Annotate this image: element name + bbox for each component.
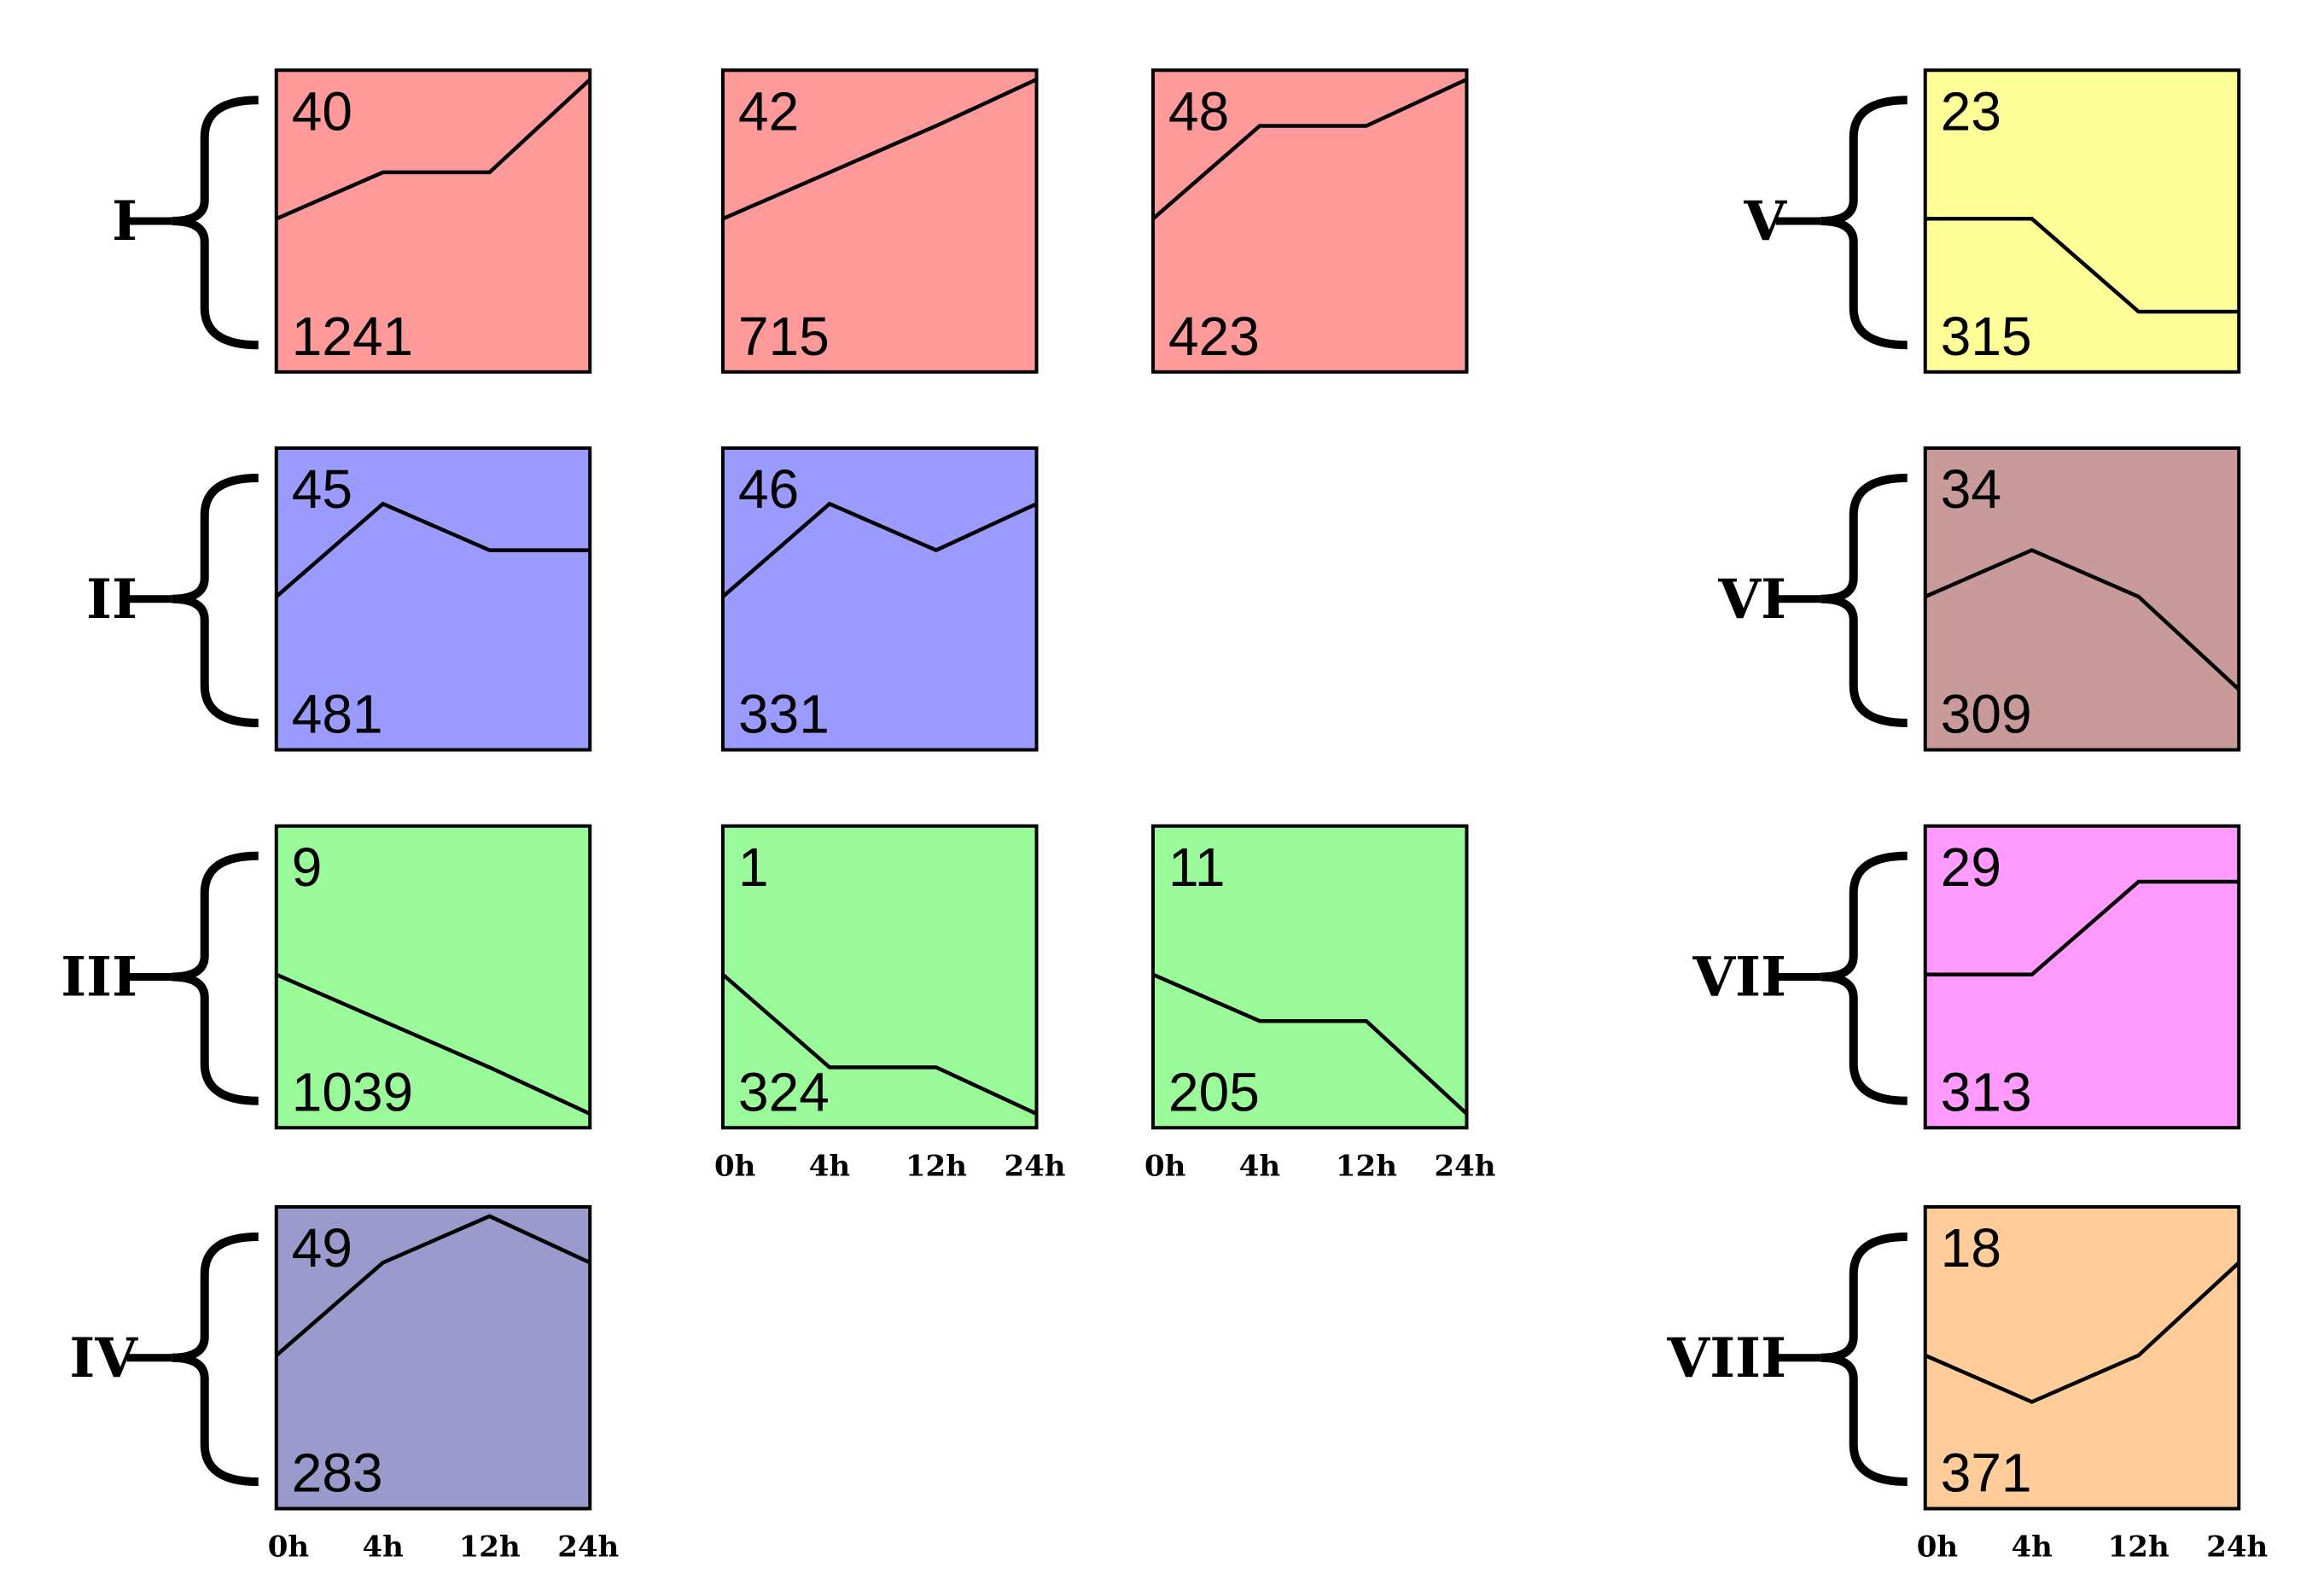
profile-line (721, 501, 1038, 598)
profile-id-label: 42 (738, 80, 799, 142)
profile-line (1924, 1261, 2240, 1404)
profile-panel-9: 9 1039 (274, 824, 592, 1130)
group-brace (172, 96, 259, 350)
x-tick-label: 24h (557, 1530, 619, 1565)
profile-id-label: 45 (292, 458, 352, 520)
profile-id-label: 18 (1941, 1217, 2001, 1279)
profile-panel-23: 23 315 (1923, 68, 2241, 374)
panel-background (1151, 68, 1469, 374)
panel-background (274, 824, 592, 1130)
profile-id-label: 46 (738, 458, 799, 520)
x-tick-label: 12h (1336, 1149, 1397, 1183)
x-tick-label: 4h (809, 1149, 850, 1183)
x-tick-label: 12h (459, 1530, 521, 1565)
panel-background (1923, 1205, 2241, 1511)
profile-id-label: 9 (292, 836, 323, 898)
x-tick-label: 4h (2012, 1530, 2053, 1565)
gene-count-label: 423 (1168, 306, 1260, 367)
group-brace (1820, 96, 1908, 350)
profile-id-label: 48 (1168, 80, 1229, 142)
profile-panel-48: 48 423 (1151, 68, 1469, 374)
panel-background (721, 824, 1039, 1130)
gene-count-label: 315 (1941, 306, 2032, 367)
gene-count-label: 313 (1941, 1061, 2032, 1122)
panel-background (721, 446, 1039, 752)
x-tick-label: 24h (2206, 1530, 2268, 1565)
profile-line (1925, 217, 2240, 314)
group-label-vi: VI (1717, 568, 1786, 632)
group-label-iii: III (61, 946, 137, 1010)
profile-id-label: 23 (1941, 80, 2001, 142)
gene-count-label: 331 (738, 684, 830, 745)
profile-id-label: 1 (738, 836, 769, 898)
gene-count-label: 371 (1941, 1442, 2032, 1504)
panel-background (274, 68, 592, 374)
profile-line (275, 1214, 591, 1357)
profile-id-label: 49 (292, 1217, 352, 1279)
group-label-viii: VIII (1667, 1326, 1786, 1390)
profile-panel-18: 18 371 0h 4h 12h 24h (1917, 1205, 2268, 1565)
panel-background (1151, 824, 1469, 1130)
x-tick-label: 4h (363, 1530, 404, 1565)
profile-id-label: 40 (292, 80, 352, 142)
x-tick-label: 24h (1004, 1149, 1065, 1183)
group-brace (172, 474, 259, 727)
x-tick-label: 4h (1239, 1149, 1280, 1183)
profile-line (275, 501, 591, 598)
x-tick-label: 0h (1145, 1149, 1185, 1183)
profile-panel-11: 11 205 0h 4h 12h 24h (1145, 824, 1496, 1183)
x-tick-label: 0h (268, 1530, 309, 1565)
profile-panel-45: 45 481 (274, 446, 592, 752)
group-brace (1820, 474, 1908, 727)
x-tick-label: 0h (714, 1149, 755, 1183)
gene-count-label: 324 (738, 1061, 830, 1122)
profile-panel-49: 49 283 0h 4h 12h 24h (268, 1205, 619, 1565)
profile-panel-1: 1 324 0h 4h 12h 24h (714, 824, 1066, 1183)
profile-id-label: 29 (1941, 836, 2001, 898)
group-brace (1820, 851, 1908, 1105)
profile-line (275, 78, 591, 221)
gene-count-label: 205 (1168, 1061, 1260, 1122)
profile-panel-34: 34 309 (1923, 446, 2241, 752)
profile-line (1924, 548, 2240, 691)
profile-panel-40: 40 1241 (274, 68, 592, 374)
group-brace (1820, 1233, 1908, 1486)
profile-line (722, 78, 1038, 221)
gene-count-label: 283 (292, 1442, 383, 1504)
profile-line (1152, 972, 1469, 1116)
gene-count-label: 1241 (292, 306, 413, 367)
gene-count-label: 481 (292, 684, 383, 745)
profile-line (1925, 879, 2240, 977)
panel-background (274, 1205, 592, 1511)
panel-background (274, 446, 592, 752)
panel-background (721, 68, 1039, 374)
group-brace (172, 851, 259, 1105)
group-label-vii: VII (1692, 946, 1786, 1010)
profile-line (275, 972, 591, 1116)
profile-panel-29: 29 313 (1923, 824, 2241, 1130)
panel-background (1923, 824, 2241, 1130)
profile-id-label: 11 (1168, 836, 1225, 898)
x-tick-label: 12h (906, 1149, 967, 1183)
x-tick-label: 24h (1434, 1149, 1495, 1183)
gene-count-label: 1039 (292, 1061, 413, 1122)
group-brace (172, 1233, 259, 1486)
x-tick-label: 0h (1917, 1530, 1958, 1565)
gene-count-label: 715 (738, 306, 830, 367)
profile-panel-46: 46 331 (721, 446, 1039, 752)
profile-panel-42: 42 715 (721, 68, 1039, 374)
x-tick-label: 12h (2108, 1530, 2170, 1565)
profile-id-label: 34 (1941, 458, 2001, 520)
profile-line (1151, 78, 1468, 220)
panel-background (1923, 446, 2241, 752)
panel-background (1923, 68, 2241, 374)
profile-line (721, 973, 1038, 1116)
gene-count-label: 309 (1941, 684, 2032, 745)
